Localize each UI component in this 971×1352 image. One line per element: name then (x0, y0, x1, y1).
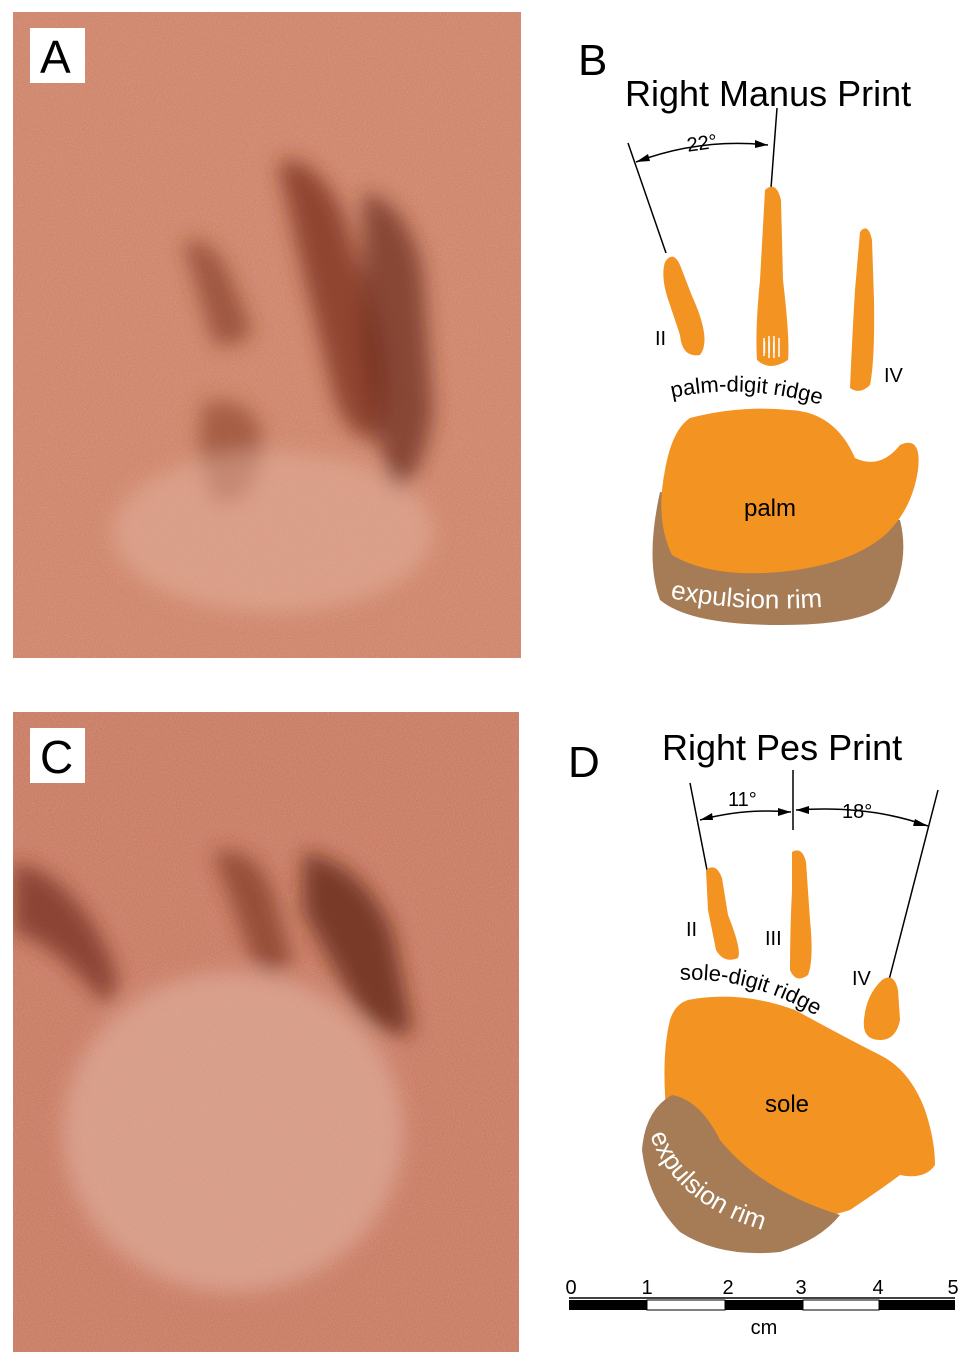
manus-digit-ii-label: II (655, 328, 666, 350)
scale-tick-0: 0 (565, 1277, 576, 1299)
manus-digit-iv-label: IV (884, 365, 904, 387)
manus-title: Right Manus Print (625, 73, 911, 114)
panel-letter-b: B (578, 36, 607, 85)
scale-bar: 0 1 2 3 4 5 cm (565, 1277, 958, 1339)
scale-tick-5: 5 (947, 1277, 958, 1299)
pes-sole-label: sole (765, 1091, 809, 1118)
scale-bar-segment-3-4 (803, 1300, 879, 1310)
pes-angle-right-arrowhead-a (796, 806, 809, 814)
pes-digit-iii-label: III (765, 928, 782, 950)
manus-palm-label: palm (744, 495, 796, 522)
manus-angle-arrowhead-right (755, 140, 768, 148)
pes-angle-left-arrowhead-a (700, 813, 713, 820)
scale-tick-1: 1 (641, 1277, 652, 1299)
manus-angle-arrowhead-left (636, 154, 650, 162)
pes-digit-iv-label: IV (852, 968, 872, 990)
pes-digit-ii (706, 867, 739, 959)
scale-unit-label: cm (751, 1317, 778, 1339)
manus-digit-ii (663, 257, 704, 356)
scale-tick-4: 4 (872, 1277, 883, 1299)
pes-digit-iv-axis (889, 790, 938, 980)
scale-tick-3: 3 (795, 1277, 806, 1299)
manus-ridge-text: palm-digit ridge (668, 372, 826, 410)
pes-angle-left-label: 11° (728, 789, 757, 811)
pes-digit-ii-label: II (686, 919, 697, 941)
manus-ridge-label: palm-digit ridge (668, 372, 826, 410)
pes-angle-arc-left (700, 811, 791, 820)
manus-digit-iv (850, 228, 874, 390)
manus-digit-iii-axis (771, 108, 777, 188)
pes-angle-left-arrowhead-b (778, 808, 791, 816)
scale-bar-segment-2-3 (725, 1300, 803, 1310)
scale-bar-segment-0-1 (569, 1300, 647, 1310)
manus-digit-iii-label: III (762, 338, 776, 357)
pes-title: Right Pes Print (662, 727, 902, 768)
manus-angle-label: 22° (685, 131, 718, 157)
pes-angle-right-arrowhead-b (913, 819, 928, 826)
scale-tick-2: 2 (722, 1277, 733, 1299)
scale-bar-segment-4-5 (879, 1300, 955, 1310)
panel-letter-d: D (568, 738, 600, 787)
pes-angle-right-label: 18° (842, 801, 872, 823)
pes-digit-iii (790, 850, 812, 978)
scale-bar-segment-1-2 (647, 1300, 725, 1310)
pes-digit-ii-axis (690, 783, 707, 870)
